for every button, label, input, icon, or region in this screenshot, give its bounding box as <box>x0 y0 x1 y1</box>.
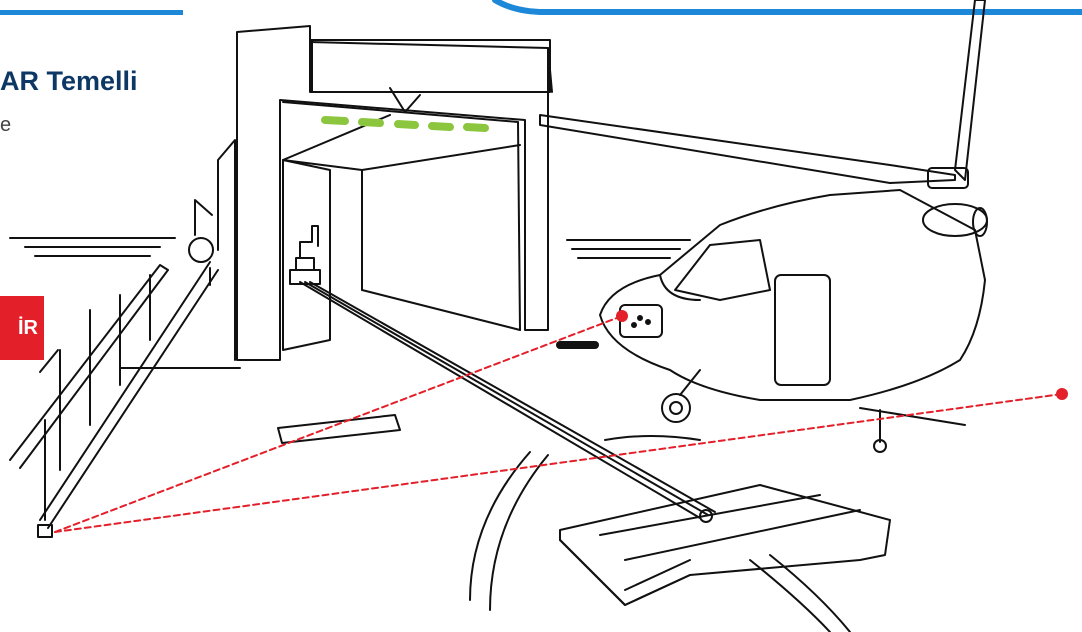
hangar-side-structure <box>189 140 235 360</box>
laser-target-point-right <box>1056 388 1068 400</box>
helicopter-sensor-panel <box>620 305 662 337</box>
landing-trolley <box>560 485 890 605</box>
lidar-sensor-unit <box>290 226 320 284</box>
ship-railing <box>10 262 240 528</box>
laser-target-point-helicopter <box>616 310 628 322</box>
deck-markings <box>278 415 850 632</box>
top-blue-arc <box>495 0 1082 12</box>
green-guidance-lights <box>325 120 485 128</box>
helicopter-door <box>775 275 830 385</box>
helicopter-rotor <box>540 0 985 188</box>
hangar-portal <box>237 26 552 360</box>
helicopter-body <box>560 190 987 425</box>
cockpit-window <box>675 240 770 300</box>
deck-lines-right <box>567 240 690 258</box>
deck-lines-left <box>10 238 175 256</box>
